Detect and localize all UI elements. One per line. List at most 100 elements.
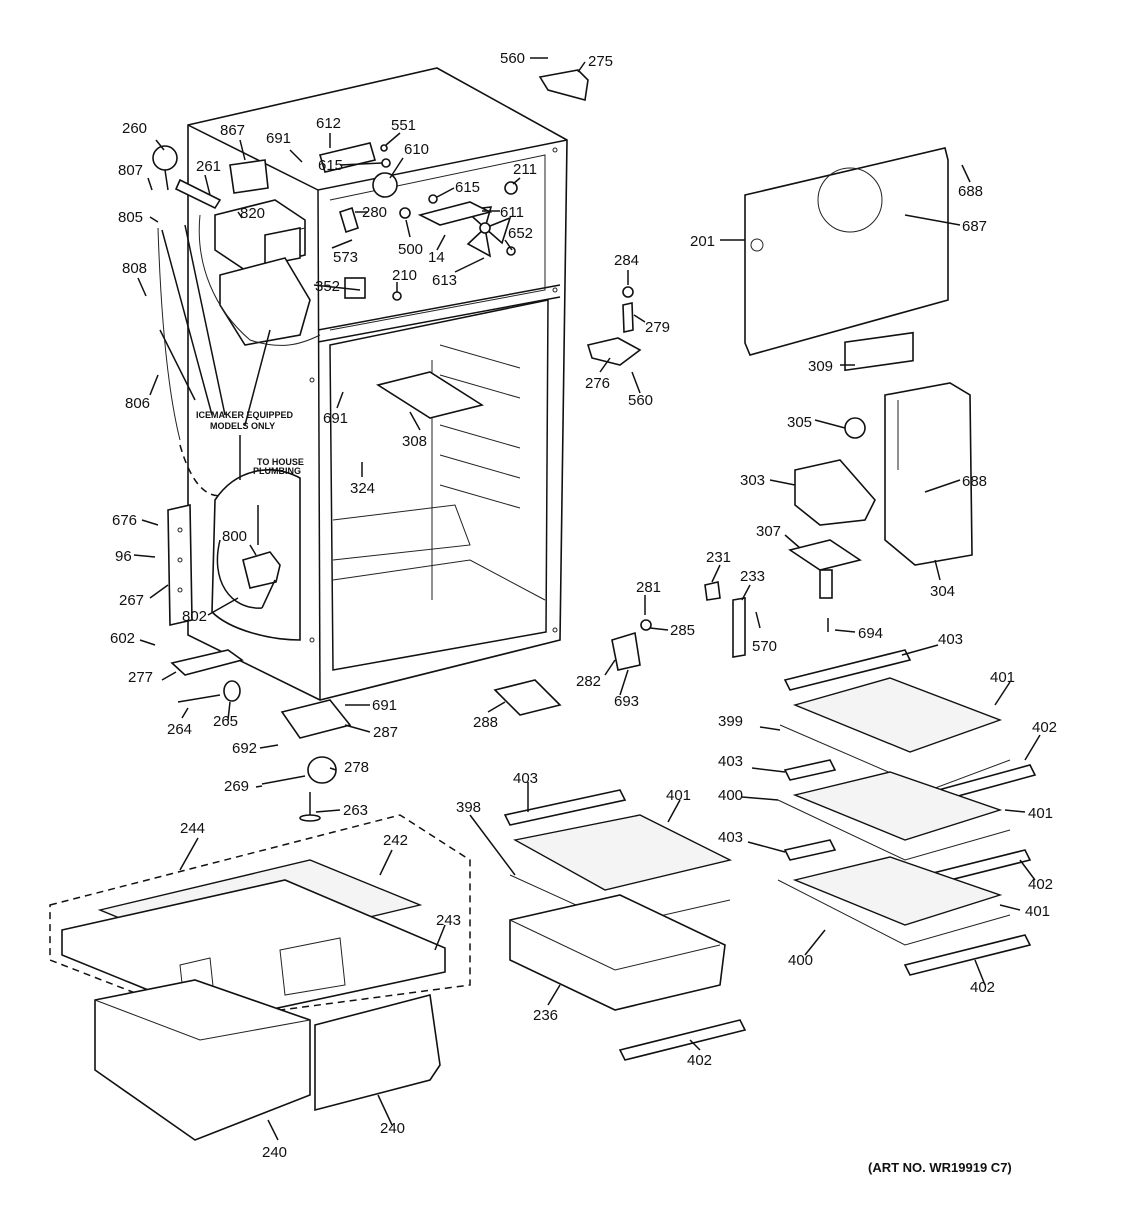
- icemaker-note-line2: MODELS ONLY: [210, 421, 275, 431]
- callout-652: 652: [508, 225, 533, 242]
- callout-551: 551: [391, 117, 416, 134]
- callout-615: 615: [318, 157, 343, 174]
- callout-263: 263: [343, 802, 368, 819]
- callout-611: 611: [500, 204, 524, 221]
- callout-240: 240: [262, 1144, 287, 1161]
- hinges-and-rollers: [170, 69, 746, 822]
- callout-676: 676: [112, 512, 137, 529]
- callout-352: 352: [315, 278, 340, 295]
- callout-820: 820: [240, 205, 265, 222]
- callout-282: 282: [576, 673, 601, 690]
- callout-610: 610: [404, 141, 429, 158]
- callout-240: 240: [380, 1120, 405, 1137]
- callout-808: 808: [122, 260, 147, 277]
- callout-201: 201: [690, 233, 715, 250]
- callout-400: 400: [788, 952, 813, 969]
- control-housing: [788, 382, 973, 632]
- callout-400: 400: [718, 787, 743, 804]
- callout-403: 403: [513, 770, 538, 787]
- callout-800: 800: [222, 528, 247, 545]
- callout-867: 867: [220, 122, 245, 139]
- callout-687: 687: [962, 218, 987, 235]
- callout-307: 307: [756, 523, 781, 540]
- callout-279: 279: [645, 319, 670, 336]
- callout-243: 243: [436, 912, 461, 929]
- callout-807: 807: [118, 162, 143, 179]
- callout-688: 688: [958, 183, 983, 200]
- callout-573: 573: [333, 249, 358, 266]
- callout-276: 276: [585, 375, 610, 392]
- callout-285: 285: [670, 622, 695, 639]
- callout-309: 309: [808, 358, 833, 375]
- callout-560: 560: [500, 50, 525, 67]
- callout-401: 401: [666, 787, 691, 804]
- callout-233: 233: [740, 568, 765, 585]
- diagram-notes: ICEMAKER EQUIPPED MODELS ONLY TO HOUSE P…: [196, 410, 1012, 1175]
- art-number: (ART NO. WR19919 C7): [868, 1160, 1012, 1175]
- callout-612: 612: [316, 115, 341, 132]
- center-shelf-drawer: [503, 789, 747, 1061]
- callout-211: 211: [513, 161, 537, 178]
- callout-613: 613: [432, 272, 457, 289]
- callout-324: 324: [350, 480, 375, 497]
- callout-264: 264: [167, 721, 192, 738]
- callout-402: 402: [687, 1052, 712, 1069]
- callout-693: 693: [614, 693, 639, 710]
- callout-401: 401: [1028, 805, 1053, 822]
- shelves-right: [777, 649, 1037, 976]
- callout-287: 287: [373, 724, 398, 741]
- callout-694: 694: [858, 625, 883, 642]
- callout-236: 236: [533, 1007, 558, 1024]
- callout-602: 602: [110, 630, 135, 647]
- callout-402: 402: [1028, 876, 1053, 893]
- crisper-assembly: [49, 814, 471, 1141]
- callout-500: 500: [398, 241, 423, 258]
- callout-96: 96: [115, 548, 132, 565]
- callout-399: 399: [718, 713, 743, 730]
- callout-244: 244: [180, 820, 205, 837]
- callout-691: 691: [323, 410, 348, 427]
- callout-401: 401: [990, 669, 1015, 686]
- callout-806: 806: [125, 395, 150, 412]
- callout-265: 265: [213, 713, 238, 730]
- callout-303: 303: [740, 472, 765, 489]
- callout-231: 231: [706, 549, 731, 566]
- callout-692: 692: [232, 740, 257, 757]
- callout-14: 14: [428, 249, 445, 266]
- callout-403: 403: [718, 753, 743, 770]
- evaporator-cover-201: [744, 147, 949, 372]
- callout-398: 398: [456, 799, 481, 816]
- callout-805: 805: [118, 209, 143, 226]
- callout-570: 570: [752, 638, 777, 655]
- callout-402: 402: [970, 979, 995, 996]
- callout-304: 304: [930, 583, 955, 600]
- icemaker-note-line1: ICEMAKER EQUIPPED: [196, 410, 294, 420]
- plumbing-note-line2: PLUMBING: [253, 466, 301, 476]
- callout-615: 615: [455, 179, 480, 196]
- callout-275: 275: [588, 53, 613, 70]
- callout-288: 288: [473, 714, 498, 731]
- leader-lines: [133, 57, 1041, 1141]
- callout-560: 560: [628, 392, 653, 409]
- icemaker-assembly: [152, 144, 518, 346]
- callout-691: 691: [266, 130, 291, 147]
- callout-403: 403: [718, 829, 743, 846]
- callout-305: 305: [787, 414, 812, 431]
- callout-267: 267: [119, 592, 144, 609]
- callout-261: 261: [196, 158, 221, 175]
- callout-242: 242: [383, 832, 408, 849]
- callout-284: 284: [614, 252, 639, 269]
- callout-688: 688: [962, 473, 987, 490]
- callout-277: 277: [128, 669, 153, 686]
- callout-269: 269: [224, 778, 249, 795]
- callout-402: 402: [1032, 719, 1057, 736]
- callout-280: 280: [362, 204, 387, 221]
- callout-278: 278: [344, 759, 369, 776]
- callout-308: 308: [402, 433, 427, 450]
- callout-281: 281: [636, 579, 661, 596]
- callout-260: 260: [122, 120, 147, 137]
- callout-691: 691: [372, 697, 397, 714]
- callout-401: 401: [1025, 903, 1050, 920]
